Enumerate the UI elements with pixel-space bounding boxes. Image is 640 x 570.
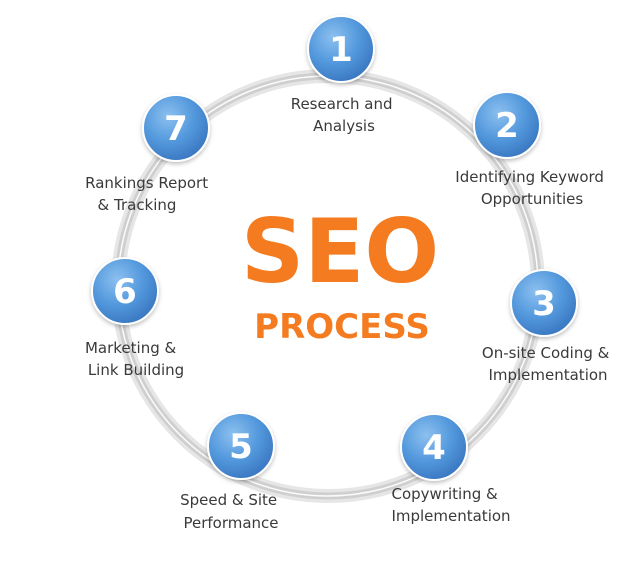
step-badge-5: 5 xyxy=(207,412,275,480)
step-badge-7: 7 xyxy=(142,94,210,162)
step-label-5: Speed & Site Performance xyxy=(180,491,282,532)
process-subtitle: PROCESS xyxy=(254,307,430,347)
step-label-1: Research and Analysis xyxy=(291,95,398,135)
step-number-7: 7 xyxy=(164,109,188,149)
step-number-5: 5 xyxy=(229,427,253,467)
step-number-1: 1 xyxy=(329,30,353,70)
step-label-4: Copywriting & Implementation xyxy=(391,485,510,525)
step-label-2: Identifying Keyword Opportunities xyxy=(455,168,608,208)
step-badge-4: 4 xyxy=(400,413,468,481)
step-number-3: 3 xyxy=(532,284,556,324)
step-badge-3: 3 xyxy=(510,269,578,337)
step-number-4: 4 xyxy=(422,428,446,468)
step-number-2: 2 xyxy=(495,106,519,146)
step-label-7: Rankings Report & Tracking xyxy=(85,174,213,214)
step-badge-2: 2 xyxy=(473,91,541,159)
step-badge-6: 6 xyxy=(91,257,159,325)
seo-title: SEO xyxy=(241,200,439,303)
step-number-6: 6 xyxy=(113,272,137,312)
step-badge-1: 1 xyxy=(307,15,375,83)
step-label-3: On-site Coding & Implementation xyxy=(482,344,614,384)
step-label-6: Marketing & Link Building xyxy=(85,339,184,379)
